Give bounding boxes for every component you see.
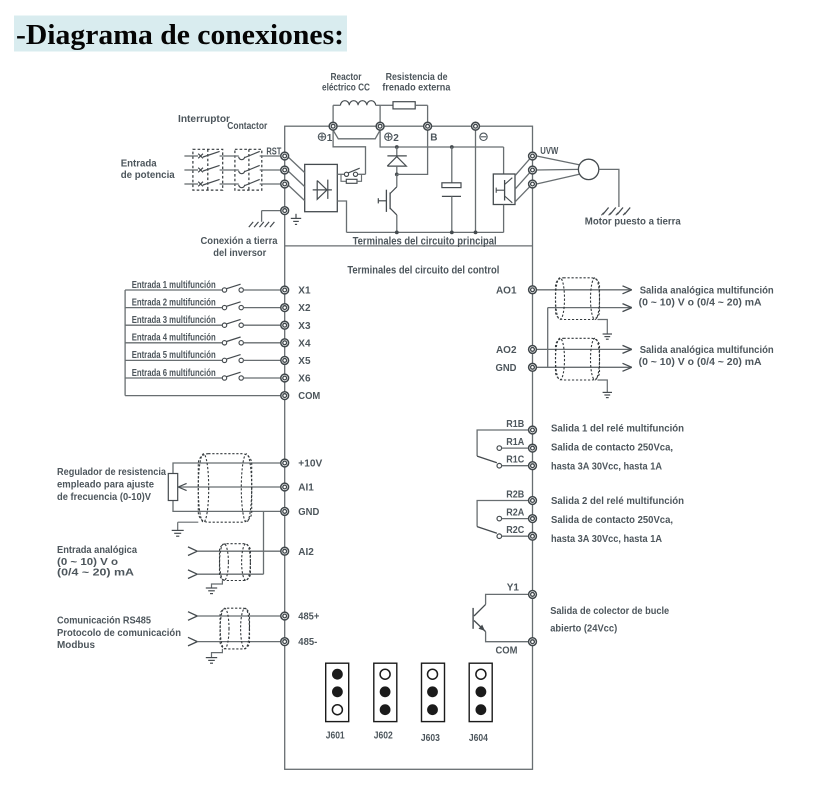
svg-text:-Diagrama de conexiones:: -Diagrama de conexiones: [16,19,344,51]
svg-text:Entrada 1 multifunción: Entrada 1 multifunción [132,280,216,291]
svg-text:RST: RST [266,146,281,157]
svg-text:AO2: AO2 [496,345,517,356]
svg-text:485+: 485+ [298,612,319,623]
svg-text:Protocolo de comunicación: Protocolo de comunicación [57,628,181,639]
svg-text:J604: J604 [469,733,488,744]
svg-text:Salida de contacto 250Vca,: Salida de contacto 250Vca, [551,515,673,526]
svg-text:J602: J602 [374,731,393,742]
svg-text:Regulador de resistencia: Regulador de resistencia [57,467,166,478]
svg-text:abierto (24Vcc): abierto (24Vcc) [550,624,617,635]
svg-text:2: 2 [393,133,399,144]
svg-text:AI2: AI2 [298,547,314,558]
svg-text:X6: X6 [298,374,311,385]
svg-text:COM: COM [298,391,320,402]
svg-text:(0 ~ 10) V o (0/4 ~ 20) mA: (0 ~ 10) V o (0/4 ~ 20) mA [639,297,762,308]
svg-text:Entrada 4 multifunción: Entrada 4 multifunción [132,333,216,344]
svg-text:R1A: R1A [506,437,524,448]
svg-text:Contactor: Contactor [227,121,267,132]
svg-text:Y1: Y1 [507,582,520,593]
svg-text:X1: X1 [298,286,311,297]
svg-text:Comunicación RS485: Comunicación RS485 [57,616,151,627]
svg-text:R1B: R1B [506,419,524,430]
svg-text:del inversor: del inversor [213,248,266,259]
svg-text:frenado externa: frenado externa [382,83,450,94]
svg-text:B: B [430,133,437,144]
svg-text:AO1: AO1 [496,285,517,296]
svg-text:hasta 3A 30Vcc, hasta 1A: hasta 3A 30Vcc, hasta 1A [551,534,662,545]
svg-text:Modbus: Modbus [57,640,95,651]
svg-text:(0/4 ~ 20) mA: (0/4 ~ 20) mA [57,568,134,579]
svg-text:J603: J603 [421,733,440,744]
svg-text:Salida de contacto 250Vca,: Salida de contacto 250Vca, [551,443,673,454]
svg-text:GND: GND [496,363,517,374]
svg-text:Entrada 6 multifunción: Entrada 6 multifunción [132,368,216,379]
svg-text:Terminales del circuito princi: Terminales del circuito principal [353,235,497,247]
svg-text:Salida analógica multifunción: Salida analógica multifunción [640,345,774,356]
svg-text:Motor puesto a tierra: Motor puesto a tierra [585,216,681,227]
svg-text:Reactor: Reactor [331,72,362,83]
svg-text:(0 ~ 10) V o (0/4 ~ 20) mA: (0 ~ 10) V o (0/4 ~ 20) mA [639,357,762,368]
svg-text:(0 ~ 10) V o: (0 ~ 10) V o [57,557,118,568]
svg-text:Entrada analógica: Entrada analógica [57,545,137,556]
svg-text:de potencia: de potencia [121,170,175,181]
svg-text:+10V: +10V [298,459,322,470]
svg-text:empleado para ajuste: empleado para ajuste [57,480,154,491]
svg-text:Entrada 5 multifunción: Entrada 5 multifunción [132,350,216,361]
svg-text:X4: X4 [298,338,311,349]
svg-text:X5: X5 [298,356,311,367]
svg-text:de frecuencia (0-10)V: de frecuencia (0-10)V [57,492,151,503]
svg-text:Salida 2 del relé multifunción: Salida 2 del relé multifunción [551,496,684,507]
svg-text:GND: GND [298,507,319,518]
svg-text:COM: COM [496,646,518,657]
svg-text:Salida de colector de bucle: Salida de colector de bucle [550,606,669,617]
svg-text:Interruptor: Interruptor [178,114,230,125]
svg-text:AI1: AI1 [298,483,314,494]
svg-text:UVW: UVW [540,146,558,157]
svg-text:R2B: R2B [506,489,524,500]
svg-text:485-: 485- [298,637,317,648]
svg-text:eléctrico CC: eléctrico CC [322,83,370,94]
svg-text:R1C: R1C [506,455,524,466]
svg-text:hasta 3A 30Vcc, hasta 1A: hasta 3A 30Vcc, hasta 1A [551,462,662,473]
svg-text:X2: X2 [298,303,311,314]
svg-text:J601: J601 [326,731,345,742]
svg-text:R2A: R2A [506,507,524,518]
svg-text:Entrada 3 multifunción: Entrada 3 multifunción [132,315,216,326]
svg-text:Entrada 2 multifunción: Entrada 2 multifunción [132,297,216,308]
svg-text:1: 1 [327,133,333,144]
svg-text:Resistencia de: Resistencia de [386,72,448,83]
svg-text:X3: X3 [298,321,311,332]
svg-text:Entrada: Entrada [121,159,157,170]
svg-text:Terminales del circuito del co: Terminales del circuito del control [347,264,499,276]
svg-text:Conexión a tierra: Conexión a tierra [201,236,278,247]
svg-text:Salida 1 del relé multifunción: Salida 1 del relé multifunción [551,424,684,435]
svg-text:R2C: R2C [506,525,524,536]
svg-text:Salida analógica multifunción: Salida analógica multifunción [640,285,774,296]
